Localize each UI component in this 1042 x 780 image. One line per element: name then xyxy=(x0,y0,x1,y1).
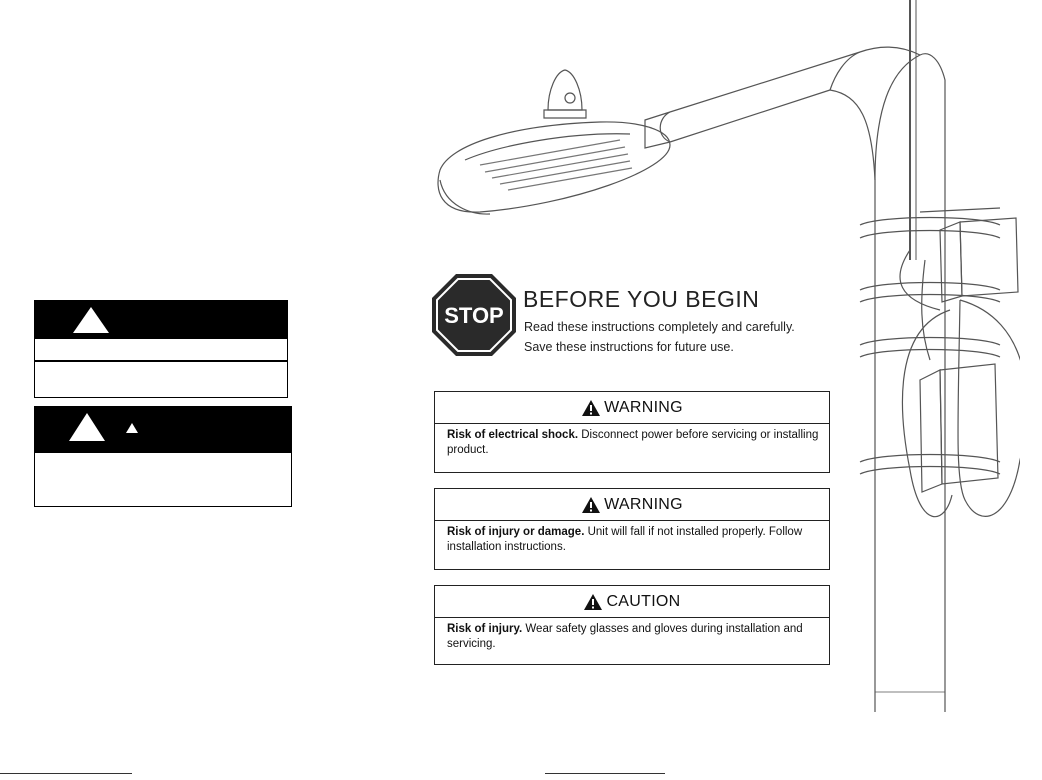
warning-triangle-icon xyxy=(73,307,109,333)
warning-risk: Risk of injury or damage. xyxy=(447,526,585,538)
blank-box-divider xyxy=(35,360,287,362)
footer-rule-right xyxy=(545,773,665,774)
stop-sign-text: STOP xyxy=(444,303,504,328)
instruction-line-1: Read these instructions completely and c… xyxy=(524,320,795,334)
instruction-line-2: Save these instructions for future use. xyxy=(524,340,734,354)
warning-box-electrical: WARNING Risk of electrical shock. Discon… xyxy=(434,391,830,473)
before-you-begin-title: BEFORE YOU BEGIN xyxy=(523,286,760,312)
warning-text: Disconnect power before servicing or ins… xyxy=(447,429,819,456)
caution-body: Risk of injury. Wear safety glasses and … xyxy=(435,618,829,657)
caution-header: CAUTION xyxy=(435,586,829,618)
streetlight-illustration xyxy=(437,0,1020,712)
warning-header: WARNING xyxy=(435,489,829,521)
blank-warning-box-2 xyxy=(34,406,292,507)
warning-risk: Risk of electrical shock. xyxy=(447,429,579,441)
warning-header: WARNING xyxy=(435,392,829,424)
small-warning-triangle-icon xyxy=(126,423,138,433)
caution-risk: Risk of injury. xyxy=(447,623,523,635)
warning-body: Risk of electrical shock. Disconnect pow… xyxy=(435,424,829,463)
warning-box-injury: WARNING Risk of injury or damage. Unit w… xyxy=(434,488,830,570)
blank-warning-box-1 xyxy=(34,300,288,398)
caution-box: CAUTION Risk of injury. Wear safety glas… xyxy=(434,585,830,665)
stop-sign-icon: STOP xyxy=(432,274,516,356)
warning-triangle-icon xyxy=(584,593,603,610)
warning-triangle-icon xyxy=(582,399,601,416)
warning-text: Unit will fall if not installed properly… xyxy=(447,526,803,553)
caution-text: Wear safety glasses and gloves during in… xyxy=(447,623,803,650)
caution-heading: CAUTION xyxy=(606,592,681,610)
blank-box-header xyxy=(35,301,287,339)
warning-heading: WARNING xyxy=(604,495,683,513)
blank-box-header xyxy=(35,407,291,453)
warning-triangle-icon xyxy=(69,413,105,441)
warning-triangle-icon xyxy=(582,496,601,513)
footer-rule-left xyxy=(0,773,132,774)
warning-heading: WARNING xyxy=(604,398,683,416)
warning-body: Risk of injury or damage. Unit will fall… xyxy=(435,521,829,560)
